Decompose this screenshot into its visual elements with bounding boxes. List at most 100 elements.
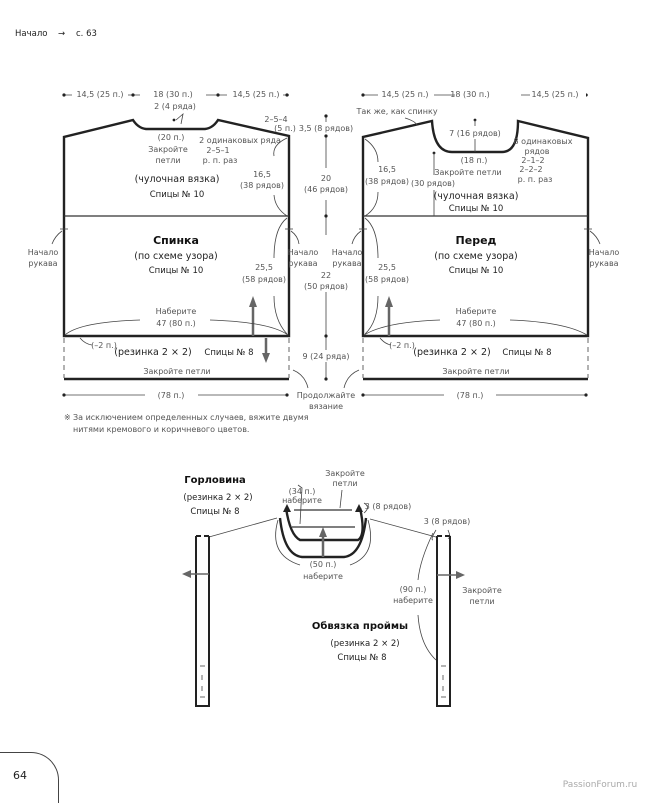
armband-cast-on-2: наберите xyxy=(393,596,433,605)
neckband: Горловина (резинка 2 × 2) Спицы № 8 (34 … xyxy=(182,469,437,707)
front-sleeve-start-right-2: рукава xyxy=(589,259,618,268)
neckband-cast-on-bottom-1: (50 п.) xyxy=(310,560,337,569)
back-armhole-height-2: (38 рядов) xyxy=(240,181,284,190)
front-neck-dec-5: р. п. раз xyxy=(518,175,553,184)
front-neck-dec-2: рядов xyxy=(524,147,549,156)
neckband-rows: 3 (8 рядов) xyxy=(365,502,412,511)
shoulder-rows: 3,5 (8 рядов) xyxy=(299,124,353,133)
front-neck-dec-3: 2–1–2 xyxy=(521,156,544,165)
front-sleeve-start-left-2: рукава xyxy=(332,259,361,268)
front-armhole-height-2: (38 рядов) xyxy=(365,177,409,186)
header-reference[interactable]: Начало → с. 63 xyxy=(15,29,97,39)
front-rib: (резинка 2 × 2) xyxy=(413,347,490,358)
front-cast-on-1: Наберите xyxy=(456,307,497,316)
front-neck-dec-4: 2–2–2 xyxy=(519,165,542,174)
back-shoulder-dec-1: 2–5–4 xyxy=(264,115,287,124)
upper-height-2: (46 рядов) xyxy=(304,185,348,194)
neckband-cast-on-bottom-2: наберите xyxy=(303,572,343,581)
back-upper-stitch: (чулочная вязка) xyxy=(135,174,220,185)
armband-rib: (резинка 2 × 2) xyxy=(330,639,399,649)
front-rib-needles: Спицы № 8 xyxy=(502,348,551,358)
front-same-as-back: Так же, как спинку xyxy=(355,107,437,116)
front-upper-needles: Спицы № 10 xyxy=(449,204,504,214)
neckband-bind-off-1: Закройте xyxy=(325,469,365,478)
back-bind-off-1: Закройте xyxy=(148,145,188,154)
armband-needles: Спицы № 8 xyxy=(337,653,386,663)
header-arrow: → xyxy=(58,29,65,39)
rib-height: 9 (24 ряда) xyxy=(303,352,350,361)
yarn-note: ※ За исключением определенных случаев, в… xyxy=(64,413,309,434)
header-start-label: Начало xyxy=(15,29,47,39)
continue-knitting-1: Продолжайте xyxy=(297,391,355,400)
upper-height-1: 20 xyxy=(321,174,331,183)
back-needles: Спицы № 10 xyxy=(149,266,204,276)
front-neck-start-rows: (30 рядов) xyxy=(411,179,455,188)
note-line-2: нитями кремового и коричневого цветов. xyxy=(73,425,249,434)
front-width-center: 18 (30 п.) xyxy=(450,90,489,99)
back-rib-needles: Спицы № 8 xyxy=(204,348,253,358)
front-body-height-1: 25,5 xyxy=(378,263,396,272)
front-armhole-height-1: 16,5 xyxy=(378,165,396,174)
back-body-height-2: (58 рядов) xyxy=(242,275,286,284)
neckband-title: Горловина xyxy=(184,475,246,486)
neckband-cast-on-top-1: (34 п.) xyxy=(289,487,316,496)
front-neck-stitches: (18 п.) xyxy=(461,156,488,165)
front-body-height-2: (58 рядов) xyxy=(365,275,409,284)
neckband-strip xyxy=(182,535,210,707)
front-bind-off-bottom: Закройте петли xyxy=(442,367,509,376)
back-armhole-height-1: 16,5 xyxy=(253,170,271,179)
back-decrease: (–2 п.) xyxy=(91,341,117,350)
front-width-left: 14,5 (25 п.) xyxy=(381,90,428,99)
front-sleeve-start-left-1: Начало xyxy=(332,248,363,257)
continue-knitting-2: вязание xyxy=(309,402,343,411)
back-armhole-3: р. п. раз xyxy=(203,156,238,165)
back-rib: (резинка 2 × 2) xyxy=(114,347,191,358)
armband-strip xyxy=(436,535,465,707)
front-piece: 14,5 (25 п.) 18 (30 п.) 14,5 (25 п.) Так… xyxy=(332,88,620,400)
front-bottom-width: (78 п.) xyxy=(457,391,484,400)
back-armhole-1: 2 одинаковых ряда xyxy=(199,136,281,145)
front-sleeve-start-right-1: Начало xyxy=(589,248,620,257)
neckband-needles: Спицы № 8 xyxy=(190,507,239,517)
page-corner-tab xyxy=(0,752,59,803)
back-sleeve-start-right-1: Начало xyxy=(288,248,319,257)
front-cast-on-2: 47 (80 п.) xyxy=(456,319,495,328)
back-bottom-width: (78 п.) xyxy=(158,391,185,400)
front-title: Перед xyxy=(456,234,497,247)
armband-rows: 3 (8 рядов) xyxy=(424,517,471,526)
body-height-2: (50 рядов) xyxy=(304,282,348,291)
back-neck-rows: 2 (4 ряда) xyxy=(154,102,196,111)
back-title: Спинка xyxy=(153,234,199,247)
back-body-height-1: 25,5 xyxy=(255,263,273,272)
front-decrease: (–2 п.) xyxy=(389,341,415,350)
back-sleeve-start-right-2: рукава xyxy=(288,259,317,268)
front-neck-depth: 7 (16 рядов) xyxy=(449,129,501,138)
center-measurements: 3,5 (8 рядов) 20 (46 рядов) 22 (50 рядов… xyxy=(292,114,360,411)
back-piece: 14,5 (25 п.) 18 (30 п.) 14,5 (25 п.) 2 (… xyxy=(28,88,319,400)
front-pattern: (по схеме узора) xyxy=(434,251,518,262)
armband-cast-on-1: (90 п.) xyxy=(400,585,427,594)
front-upper-stitch: (чулочная вязка) xyxy=(434,191,519,202)
back-cast-on-2: 47 (80 п.) xyxy=(156,319,195,328)
back-armhole-2: 2–5–1 xyxy=(206,146,229,155)
back-pattern: (по схеме узора) xyxy=(134,251,218,262)
neckband-cast-on-top-2: наберите xyxy=(282,496,322,505)
front-neck-dec-1: 8 одинаковых xyxy=(514,137,573,146)
armband-bind-off-2: петли xyxy=(469,597,494,606)
note-line-1: За исключением определенных случаев, вяж… xyxy=(73,413,309,422)
front-needles: Спицы № 10 xyxy=(449,266,504,276)
back-width-center: 18 (30 п.) xyxy=(153,90,192,99)
front-width-right: 14,5 (25 п.) xyxy=(531,90,578,99)
back-upper-needles: Спицы № 10 xyxy=(150,190,205,200)
header-page-ref: с. 63 xyxy=(76,29,97,39)
armhole-band: Обвязка проймы (резинка 2 × 2) Спицы № 8… xyxy=(312,517,502,707)
back-cast-on-1: Наберите xyxy=(156,307,197,316)
back-sleeve-start-left-1: Начало xyxy=(28,248,59,257)
back-bind-off-bottom: Закройте петли xyxy=(143,367,210,376)
back-shoulder-dec-2: (5 п.) xyxy=(274,124,296,133)
armband-title: Обвязка проймы xyxy=(312,620,408,632)
neckband-bind-off-2: петли xyxy=(332,479,357,488)
back-bind-off-2: петли xyxy=(155,156,180,165)
back-width-left: 14,5 (25 п.) xyxy=(76,90,123,99)
